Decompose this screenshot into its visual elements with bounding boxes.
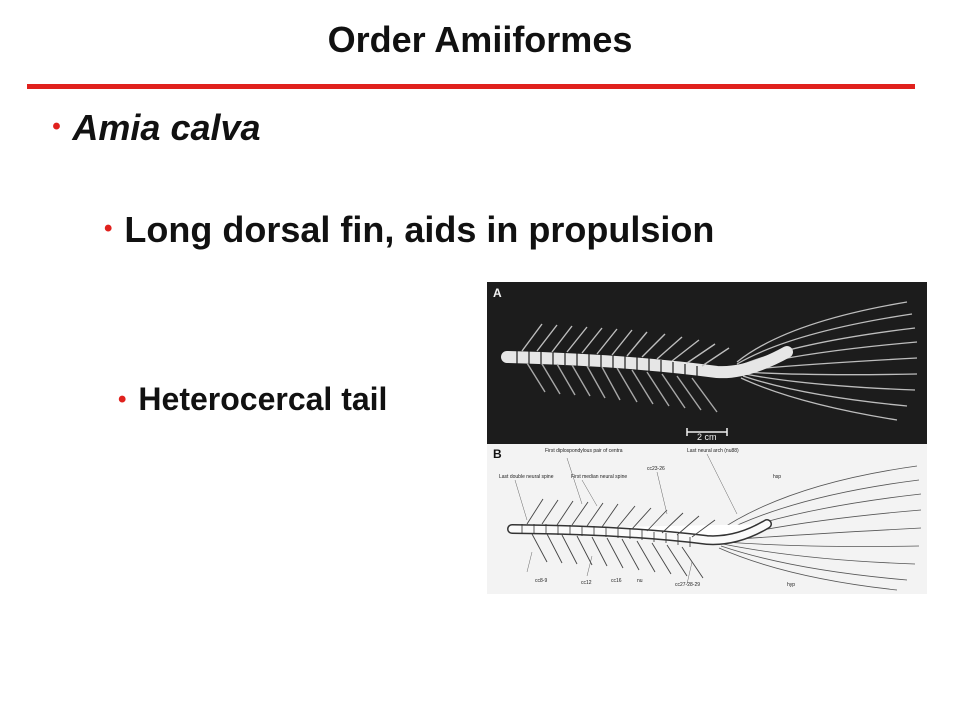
annotation-label: Last neural arch (nu88) — [687, 448, 739, 454]
bullet-dot-icon: • — [104, 215, 113, 243]
annotation-label: hsp — [773, 474, 782, 480]
annotation-label: First diplospondylous pair of centra — [545, 448, 623, 454]
panel-a-label: A — [493, 286, 502, 300]
bullet-species-text: Amia calva — [72, 107, 261, 148]
annotation-label: hyp — [787, 582, 796, 588]
skeleton-diagram-illustration — [487, 444, 927, 594]
annotation-label: Last double neural spine — [499, 474, 554, 480]
bullet-tail-text: Heterocercal tail — [138, 381, 388, 417]
skeleton-diagram-panel: B First diplospondylous pair of centra L… — [487, 444, 927, 594]
panel-b-label: B — [493, 447, 502, 461]
skeleton-photo-illustration — [487, 282, 927, 444]
skeleton-photo-panel: A 2 cm — [487, 282, 927, 444]
bullet-dot-icon: • — [52, 113, 61, 141]
bullet-species: • Amia calva — [52, 110, 261, 146]
slide-title: Order Amiiformes — [327, 19, 633, 60]
tail-skeleton-figure: A 2 cm — [487, 282, 927, 594]
annotation-label: cc8-9 — [535, 578, 548, 584]
bullet-dorsal-fin-text: Long dorsal fin, aids in propulsion — [124, 209, 715, 250]
annotation-label: nu — [637, 578, 643, 584]
annotation-label: cc12 — [581, 580, 592, 586]
annotation-label: cc27-28-29 — [675, 582, 701, 588]
annotation-label: cc23-26 — [647, 466, 665, 472]
bullet-dorsal-fin: • Long dorsal fin, aids in propulsion — [104, 212, 714, 248]
annotation-label: First median neural spine — [571, 474, 628, 480]
annotation-label: cc16 — [611, 578, 622, 584]
title-underline — [27, 84, 915, 89]
bullet-dot-icon: • — [118, 385, 127, 413]
bullet-tail: • Heterocercal tail — [118, 383, 387, 415]
scale-bar-label: 2 cm — [697, 432, 717, 442]
